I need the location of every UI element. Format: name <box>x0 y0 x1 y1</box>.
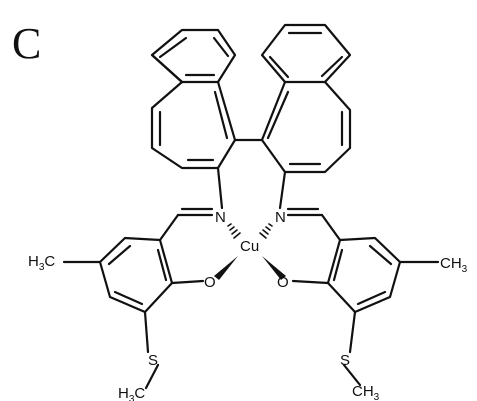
o-cu-wedge-right <box>262 256 286 280</box>
left-s-me-bond <box>144 363 160 390</box>
left-naphthyl-fusion <box>150 53 184 84</box>
o-cu-wedge-left <box>214 256 238 280</box>
right-c-o-bond <box>291 279 330 285</box>
right-phenol-ring <box>291 213 440 387</box>
copper-atom: Cu <box>240 238 259 255</box>
left-naphthyl-lower-double-bonds <box>158 90 229 162</box>
left-naphthyl <box>150 28 237 170</box>
right-naphthyl-upper-double-bonds <box>268 31 344 79</box>
o-right-atom: O <box>277 274 289 291</box>
left-methyl-label: H3C <box>28 253 55 273</box>
right-c-n-bond <box>278 170 287 210</box>
right-naphthyl-lower-double-bonds <box>266 90 344 166</box>
right-s-me-bond <box>342 363 362 387</box>
left-c-n-bond <box>216 166 224 210</box>
left-phenol-ring <box>62 213 205 390</box>
panel-label: C <box>12 19 41 68</box>
right-imine <box>286 207 324 217</box>
n-left-atom: N <box>215 209 226 226</box>
right-naphthyl-lower-ring <box>260 80 352 174</box>
right-c-s-bond <box>348 310 357 354</box>
left-c-o-bond <box>170 279 205 285</box>
right-s-methyl-label: CH3 <box>352 383 380 401</box>
n-cu-hashed-bonds <box>227 223 273 239</box>
left-s-methyl-label: H3C <box>118 385 145 401</box>
left-imine <box>176 207 214 217</box>
o-left-atom: O <box>204 274 216 291</box>
s-left-atom: S <box>148 352 158 369</box>
right-naphthyl <box>260 23 352 174</box>
right-methyl-label: CH3 <box>440 255 468 275</box>
s-right-atom: S <box>340 352 350 369</box>
left-naphthyl-upper-double-bonds <box>158 36 230 77</box>
n-right-atom: N <box>275 209 286 226</box>
left-c-s-bond <box>143 310 150 354</box>
